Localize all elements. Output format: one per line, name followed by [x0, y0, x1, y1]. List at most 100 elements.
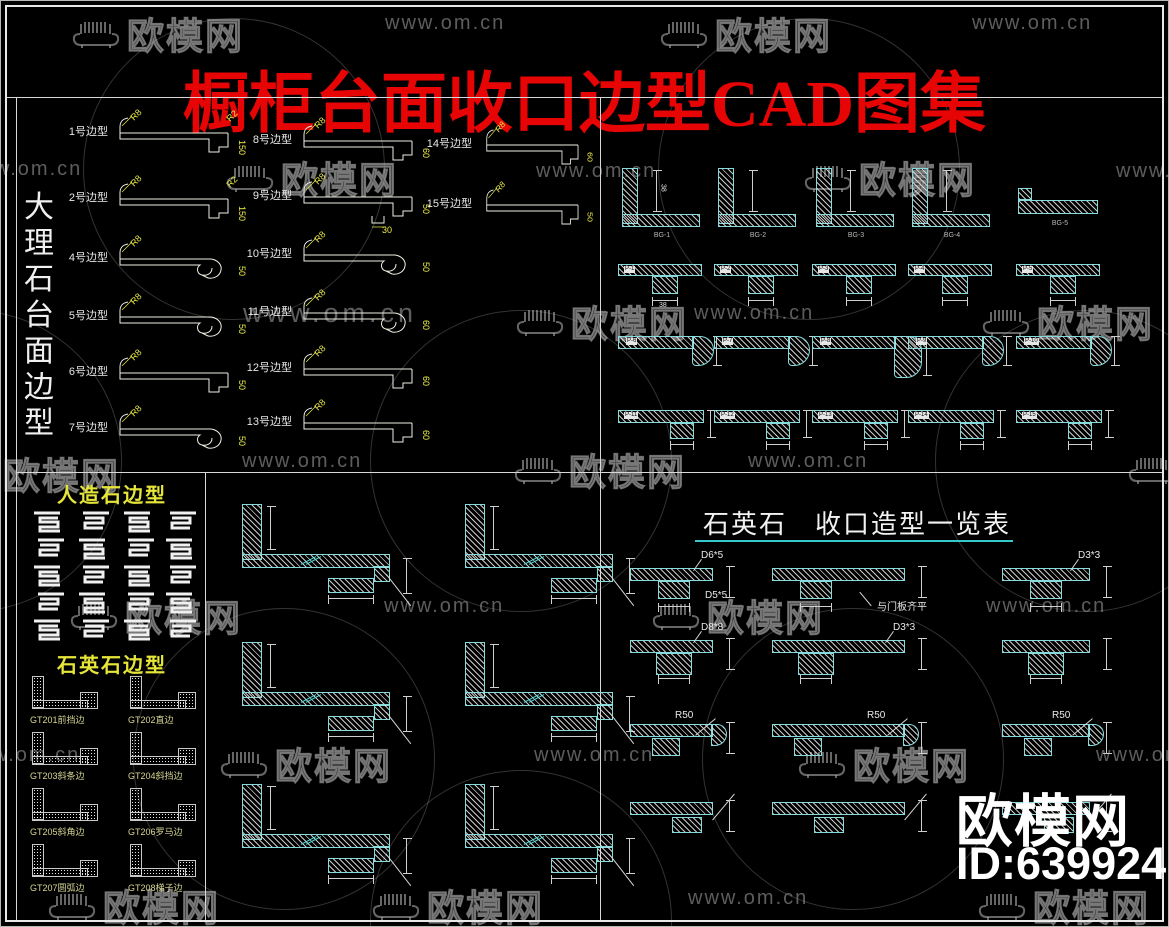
artificial-profile-glyph: [128, 538, 154, 557]
table-block: [814, 817, 844, 833]
section-label: P-13: [818, 412, 833, 419]
counter-detached-block: [551, 578, 597, 593]
counter-detached-block: [551, 858, 597, 873]
profile-horizontal-bar: [816, 214, 894, 227]
dim-line: [658, 675, 690, 684]
svg-text:50: 50: [421, 262, 431, 272]
section-label: P-8: [820, 338, 832, 345]
table-block: [1024, 738, 1052, 756]
watermark: www.om.cn: [688, 887, 808, 910]
quartz-edge-title: 石英石边型: [57, 655, 167, 677]
marble-side-label: 型: [24, 407, 54, 440]
edge-profile-label: 14号边型: [426, 138, 472, 150]
marble-side-label: 石: [24, 263, 54, 296]
artificial-profile-glyph: [120, 510, 160, 534]
watermark-url-text: www.om.cn: [385, 12, 506, 34]
counter-edge-block: [597, 846, 613, 862]
quartz-profile-end: [178, 692, 196, 709]
sofa-icon: [652, 604, 700, 630]
divider-line: [7, 97, 1162, 98]
table-slab: [630, 640, 713, 653]
sofa-icon: [1128, 458, 1169, 484]
sofa-icon: [514, 458, 562, 484]
watermark-url-text: www.om.cn: [384, 595, 505, 617]
quartz-profile-end: [178, 860, 196, 877]
annotation-text: D3*3: [1078, 550, 1101, 561]
sofa-icon: [516, 310, 564, 336]
section-label: P-12: [720, 412, 735, 419]
dim-line: [551, 595, 597, 604]
counter-detached-block: [551, 716, 597, 731]
divider-line: [600, 97, 601, 920]
profile-block: [652, 276, 678, 294]
artificial-profile-glyph: [124, 511, 150, 533]
artificial-profile-glyph: [30, 618, 70, 642]
artificial-profile-glyph: [30, 510, 70, 534]
watermark: 欧模网: [0, 446, 120, 500]
table-block: [1044, 817, 1074, 833]
table-block: [1028, 653, 1064, 675]
dim-line: [490, 506, 499, 550]
dim-line: [403, 558, 412, 594]
dim-line: [626, 558, 635, 594]
artificial-profile-glyph: [124, 565, 150, 587]
profile-block: [846, 276, 872, 294]
watermark: 欧模网: [1128, 442, 1169, 496]
watermark-brand-text: 欧模网: [853, 746, 970, 788]
dim-line: [800, 603, 832, 612]
artificial-profile-glyph: [75, 537, 115, 561]
watermark: 欧模网: [220, 736, 392, 790]
annotation-text: R50: [867, 710, 886, 721]
counter-detached-block: [328, 578, 374, 593]
quartz-profile-end: [80, 748, 98, 765]
counter-detached-block: [328, 858, 374, 873]
quartz-edge-item-label: GT206罗马边: [128, 827, 183, 837]
artificial-profile-glyph: [83, 511, 109, 530]
dim-line: [328, 595, 374, 604]
watermark-circle: [83, 18, 385, 320]
dim-line: [726, 800, 735, 832]
table-block: [672, 817, 702, 833]
edge-profile-label: 4号边型: [68, 252, 108, 264]
quartz-edge-item-label: GT202直边: [128, 715, 174, 725]
svg-text:50: 50: [237, 436, 247, 446]
dim-line: [960, 441, 984, 450]
quartz-profile-end: [80, 692, 98, 709]
marble-side-label: 理: [24, 227, 54, 260]
counter-detached-block: [328, 716, 374, 731]
dim-line: [726, 722, 735, 754]
watermark-brand-text: 欧模网: [275, 746, 392, 788]
edge-profile-label: 8号边型: [252, 134, 292, 146]
counter-edge-block: [597, 704, 613, 720]
watermark-brand-text: 欧模网: [715, 16, 832, 58]
table-block: [794, 738, 822, 756]
edge-profile-label: 2号边型: [68, 192, 108, 204]
artificial-profile-glyph: [75, 510, 115, 534]
watermark-brand-text: 欧模网: [281, 160, 398, 202]
counter-vertical-bar: [242, 784, 262, 840]
profile-horizontal-bar: [1016, 410, 1102, 423]
table-slab: [1002, 802, 1090, 815]
edge-profile-label: 5号边型: [68, 310, 108, 322]
counter-slab: [242, 692, 390, 706]
svg-text:30: 30: [382, 225, 392, 235]
profile-block: [864, 423, 888, 439]
section-label: P-2: [720, 266, 732, 273]
svg-text:50: 50: [585, 212, 594, 222]
svg-text:60: 60: [585, 152, 594, 162]
svg-text:50: 50: [421, 204, 431, 214]
artificial-profile-glyph: [34, 511, 60, 533]
artificial-profile-glyph: [30, 564, 70, 588]
section-name: BG-4: [943, 232, 961, 239]
